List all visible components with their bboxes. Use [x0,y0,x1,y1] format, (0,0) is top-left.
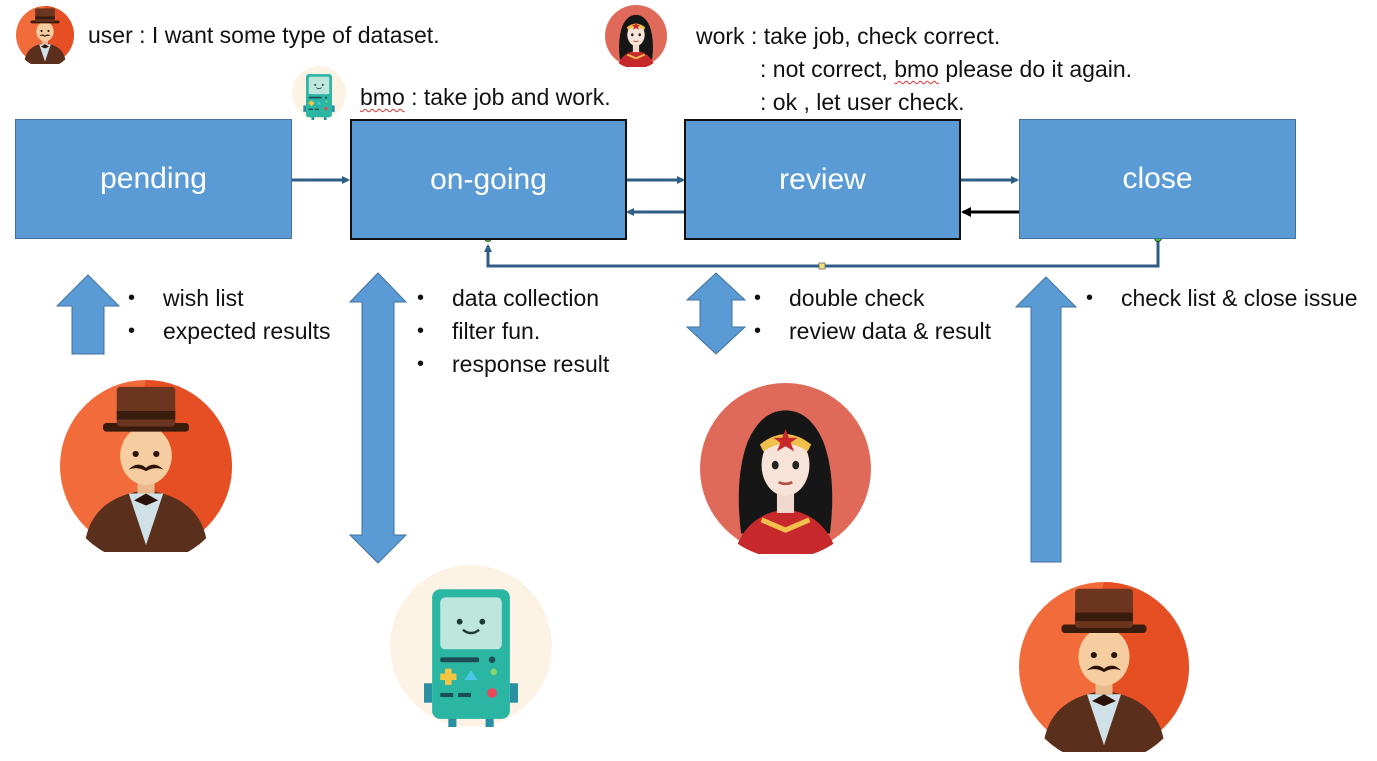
up-arrow-pending [55,274,121,355]
up-arrow-close [1014,276,1078,563]
bmo-small-avatar-icon [292,66,346,120]
stage-close[interactable]: close [1019,119,1296,239]
bmo-caption: bmo : take job and work. [360,86,611,109]
review-bullets: double check review data & result [754,282,991,348]
user-caption: user : I want some type of dataset. [88,24,440,47]
bmo-caption-text: : take job and work. [411,84,611,110]
list-item: wish list [128,282,330,315]
list-item: check list & close issue [1086,282,1357,315]
worker-small-avatar-icon [605,5,667,67]
ongoing-bullets: data collection filter fun. response res… [417,282,609,381]
user-caption-text: I want some type of dataset. [151,22,440,48]
work-caption-line3: : ok , let user check. [760,89,965,115]
work-caption-line2: : not correct, bmo please do it again. [760,58,1132,81]
stage-ongoing[interactable]: on-going [350,119,627,240]
connector-midpoint-handle [818,262,826,270]
user-avatar-icon [60,380,232,552]
bmo-avatar-icon [390,565,552,727]
work-caption-line2-c: please do it again. [945,56,1133,82]
user-caption-role: user : [88,22,146,48]
list-item: filter fun. [417,315,609,348]
user-avatar-icon [1019,582,1189,752]
bmo-caption-role: bmo [360,84,405,110]
user-small-avatar-icon [16,6,74,64]
double-arrow-review [685,272,747,355]
work-caption-line2-a: : not correct, [760,56,888,82]
work-caption-line1: work : take job, check correct. [696,23,1001,49]
arrow-close-to-ongoing [484,238,1160,268]
list-item: expected results [128,315,330,348]
close-bullets: check list & close issue [1086,282,1357,315]
list-item: response result [417,348,609,381]
list-item: double check [754,282,991,315]
list-item: data collection [417,282,609,315]
double-arrow-ongoing [348,272,408,564]
list-item: review data & result [754,315,991,348]
worker-avatar-icon [700,383,871,558]
stage-pending[interactable]: pending [15,119,292,239]
pending-bullets: wish list expected results [128,282,330,348]
stage-review[interactable]: review [684,119,961,240]
work-caption-line2-b: bmo [894,56,939,82]
